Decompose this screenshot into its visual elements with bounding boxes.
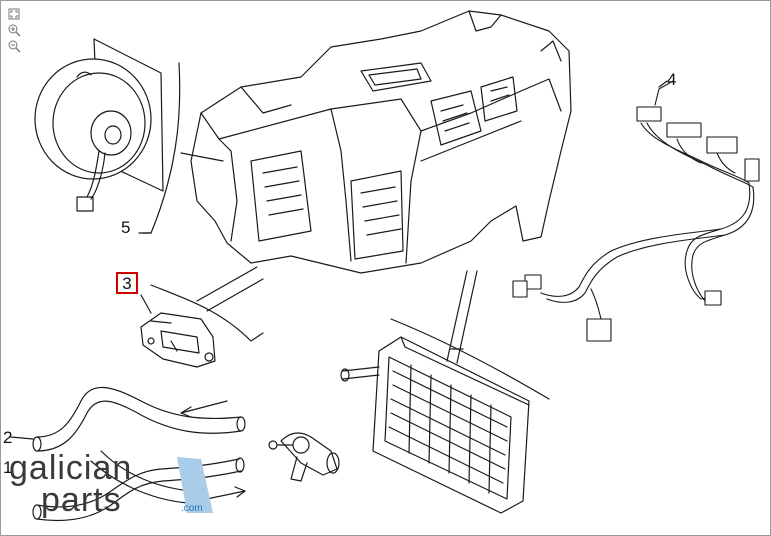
callout-1[interactable]: 1 bbox=[3, 458, 13, 477]
resistor-unit[interactable] bbox=[140, 266, 264, 368]
fit-icon[interactable] bbox=[7, 7, 21, 21]
watermark-line2: parts bbox=[41, 481, 122, 519]
water-valve[interactable] bbox=[268, 432, 340, 482]
callout-5[interactable]: 5 bbox=[121, 218, 131, 237]
callout-3-highlighted[interactable]: 3 bbox=[116, 272, 138, 294]
callout-4[interactable]: 4 bbox=[667, 70, 677, 89]
wiring-harness[interactable] bbox=[512, 80, 760, 342]
callout-2[interactable]: 2 bbox=[3, 428, 13, 447]
zoom-in-icon[interactable] bbox=[7, 23, 21, 37]
zoom-out-icon[interactable] bbox=[7, 39, 21, 53]
blower-motor[interactable] bbox=[34, 38, 181, 234]
heater-hoses[interactable] bbox=[10, 386, 246, 522]
watermark-line1: galician bbox=[9, 449, 133, 487]
heater-core[interactable] bbox=[340, 270, 550, 514]
watermark-suffix: .com bbox=[181, 503, 203, 514]
zoom-toolbar bbox=[7, 7, 25, 55]
heater-housing[interactable] bbox=[180, 10, 572, 274]
